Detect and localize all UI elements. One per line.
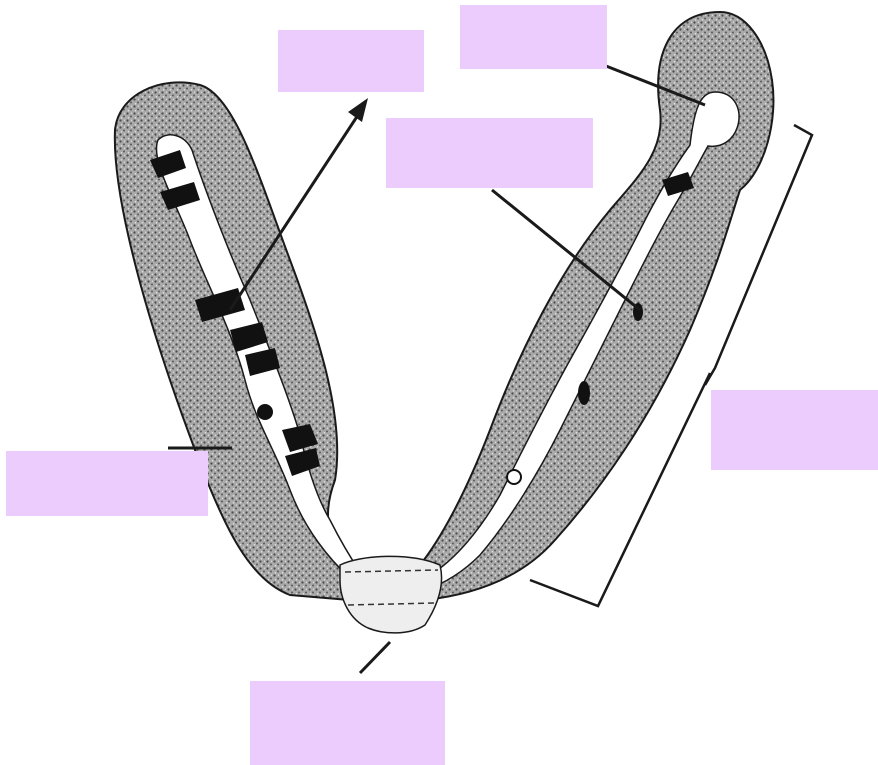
label-box-4[interactable] [711, 390, 878, 470]
right-spot-2 [578, 381, 590, 405]
label-box-5[interactable] [6, 451, 208, 516]
leader-to-box-6 [360, 642, 390, 673]
left-dot [257, 404, 273, 420]
label-box-3[interactable] [386, 118, 593, 188]
label-box-6[interactable] [250, 681, 445, 765]
label-box-2[interactable] [460, 5, 607, 69]
right-open-dot [507, 470, 521, 484]
arrowhead-icon [348, 98, 368, 122]
commissure [340, 556, 442, 633]
label-box-1[interactable] [278, 30, 424, 92]
